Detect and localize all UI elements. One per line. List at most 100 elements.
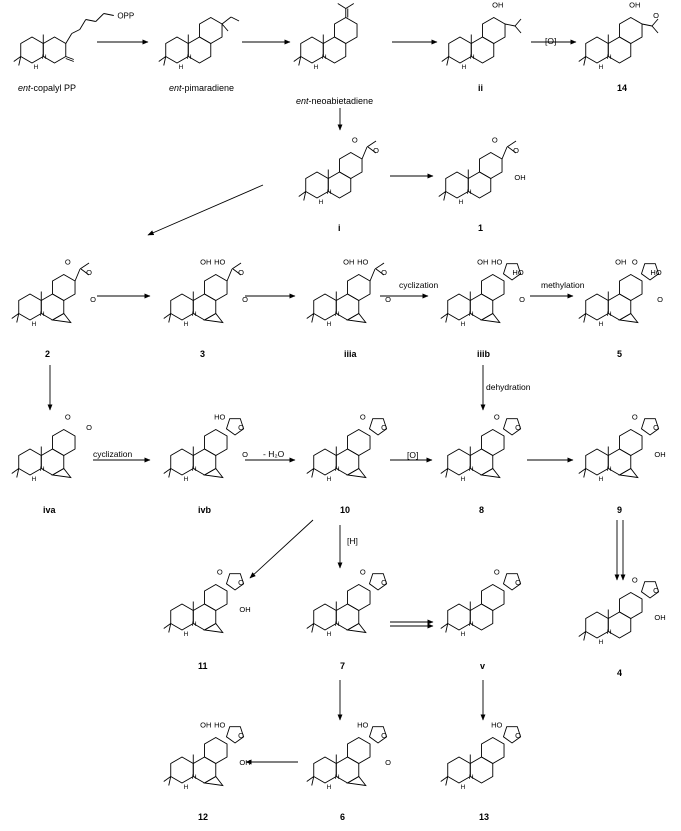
methyl-bond <box>163 56 167 66</box>
substituent-label: O <box>381 731 387 740</box>
ring-a <box>447 603 471 631</box>
ring-b <box>607 36 632 64</box>
substituent-label: O <box>352 136 358 145</box>
hydrogen-label: H <box>469 466 474 473</box>
ring-b <box>469 603 494 631</box>
methyl-bond <box>507 146 517 154</box>
substituent-label: OH <box>200 721 211 730</box>
vinyl-bond <box>221 16 232 25</box>
hydrogen-label: H <box>461 784 466 791</box>
ring-c <box>347 428 371 457</box>
methyl-bond <box>168 776 172 786</box>
substituent-label: O <box>494 413 500 422</box>
methyl-bond <box>578 631 587 637</box>
hydrogen-label: H <box>461 631 466 638</box>
substituent-label: OH <box>239 605 250 614</box>
methyl-bond <box>440 468 449 474</box>
methyl-bond <box>440 623 449 629</box>
label-8: 8 <box>479 505 485 515</box>
label-iiia: iiia <box>344 349 357 359</box>
methyl-bond <box>445 776 449 786</box>
hydrogen-label: H <box>327 476 332 483</box>
hydrogen-label: H <box>462 64 467 71</box>
methyl-bond <box>168 623 172 633</box>
ring-b <box>40 293 65 321</box>
methyl-bond <box>583 56 587 66</box>
label-9: 9 <box>617 505 623 515</box>
substituent-label: OPP <box>117 12 134 21</box>
ester-bond <box>361 146 368 160</box>
ring-b <box>335 293 360 321</box>
epoxide-ring <box>346 312 367 324</box>
substituent-label: O <box>519 295 525 304</box>
substituent-label: OH <box>239 758 250 767</box>
ester-bond <box>501 146 508 160</box>
methyl-bond <box>163 776 172 782</box>
hydrogen-label: H <box>599 321 604 328</box>
ring-c <box>52 273 76 302</box>
reaction-arrow <box>147 184 264 236</box>
hydrogen-label: H <box>40 466 45 473</box>
methyl-bond <box>311 468 315 478</box>
methyl-bond <box>441 56 450 62</box>
side-chain-bond <box>85 19 96 22</box>
methyl-bond <box>375 268 385 276</box>
ring-a <box>170 293 194 321</box>
hydrogen-label: H <box>335 311 340 318</box>
hydrogen-label: H <box>34 64 39 71</box>
methyl-bond <box>445 313 449 323</box>
ring-c <box>481 736 505 765</box>
hydrogen-label: H <box>335 774 340 781</box>
substituent-label: O <box>515 731 521 740</box>
hydrogen-label: H <box>599 476 604 483</box>
butenolide-ring <box>640 581 660 599</box>
label-i: i <box>338 223 341 233</box>
substituent-label: O <box>373 146 379 155</box>
epoxide-ring <box>480 312 501 324</box>
methyl-bond <box>293 56 302 62</box>
methyl-bond <box>306 313 315 319</box>
methyl-bond <box>13 56 22 62</box>
label-suffix: -copalyl PP <box>30 83 77 93</box>
hydrogen-label: H <box>599 639 604 646</box>
substituent-label: O <box>238 423 244 432</box>
ring-c <box>339 151 363 180</box>
methylene-bond <box>65 58 74 62</box>
ring-a <box>170 756 194 784</box>
substituent-label: OH <box>514 173 525 182</box>
ring-a <box>585 36 609 64</box>
methyl-bond <box>158 56 167 62</box>
ring-a <box>170 448 194 476</box>
epoxide-ring <box>203 312 224 324</box>
substituent-label: O <box>217 568 223 577</box>
hydrogen-label: H <box>469 311 474 318</box>
ring-a <box>585 293 609 321</box>
hydrogen-label: H <box>184 631 189 638</box>
substituent-label: OH <box>343 258 354 267</box>
hydrogen-label: H <box>607 54 612 61</box>
ring-b <box>607 611 632 639</box>
ring-c <box>481 273 505 302</box>
hydrogen-label: H <box>327 321 332 328</box>
ester-bond <box>226 268 233 282</box>
label-4: 4 <box>617 668 623 678</box>
hydrogen-label: H <box>470 54 475 61</box>
methyl-bond <box>298 56 302 66</box>
substituent-label: OH <box>654 613 665 622</box>
substituent-label: O <box>238 578 244 587</box>
methyl-bond <box>514 25 522 34</box>
ring-b <box>469 293 494 321</box>
epoxide-ring <box>346 775 367 787</box>
substituent-label: O <box>653 423 659 432</box>
methyl-bond <box>163 468 172 474</box>
ring-b <box>335 756 360 784</box>
methyl-bond <box>583 313 587 323</box>
hydrogen-label: H <box>322 54 327 61</box>
ring-b <box>42 36 67 64</box>
ring-b <box>469 756 494 784</box>
methyl-bond <box>583 468 587 478</box>
